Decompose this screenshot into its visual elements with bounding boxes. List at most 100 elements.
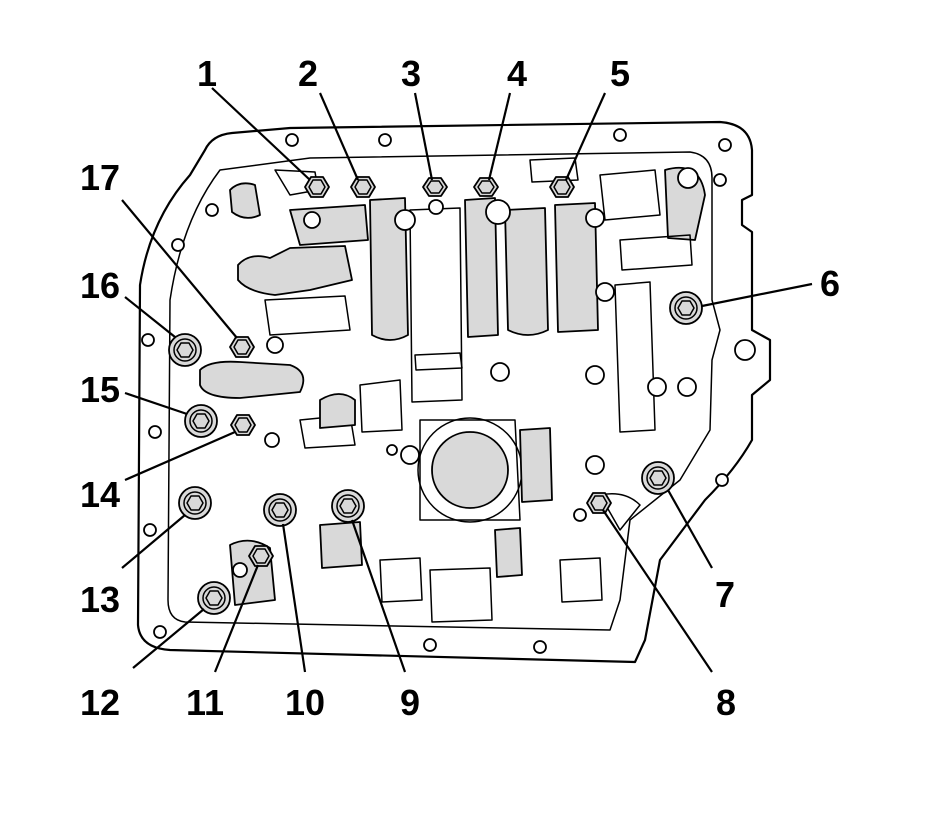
leader-14 (124, 430, 236, 482)
bolt-8-hex-inner (590, 495, 608, 511)
pump-boss-housing (419, 419, 521, 521)
flange-hole (148, 425, 162, 439)
flange-hole (386, 444, 398, 456)
round-boss (585, 208, 605, 228)
leader-10 (281, 523, 307, 673)
bolt-3-hex-icon (422, 177, 448, 197)
leader-12 (132, 608, 205, 669)
round-boss (232, 562, 248, 578)
leader-16 (124, 296, 176, 338)
round-boss (428, 199, 444, 215)
flange-hole-large (734, 339, 756, 361)
passage (319, 393, 356, 429)
flange-hole (423, 638, 437, 652)
round-boss (585, 455, 605, 475)
passage (429, 567, 493, 623)
flange-hole (171, 238, 185, 252)
flange-hole (378, 133, 392, 147)
flange-hole (141, 333, 155, 347)
callout-labels: 1 2 3 4 5 6 7 8 9 10 11 12 13 14 15 16 1… (80, 53, 840, 723)
flange-hole (205, 203, 219, 217)
passage (319, 521, 363, 569)
inner-body-outline (167, 151, 721, 631)
leader-8 (602, 509, 713, 673)
callout-13: 13 (80, 579, 120, 620)
callout-16: 16 (80, 265, 120, 306)
callout-9: 9 (400, 682, 420, 723)
passage (229, 182, 261, 219)
passage (379, 557, 423, 603)
leader-7 (667, 489, 713, 569)
passage (494, 527, 523, 578)
callout-3: 3 (401, 53, 421, 94)
round-boss (303, 211, 321, 229)
valve-body-details (199, 157, 706, 623)
flange-hole (533, 640, 547, 654)
callout-17: 17 (80, 157, 120, 198)
flange-hole (718, 138, 732, 152)
bolt-4-hex-icon (473, 177, 499, 197)
flange-hole (715, 473, 729, 487)
bolt-6-flange-icon (669, 291, 703, 325)
spool-column (369, 197, 409, 341)
flange-hole (285, 133, 299, 147)
callout-6: 6 (820, 263, 840, 304)
passage (599, 169, 661, 221)
flange-hole (153, 625, 167, 639)
round-boss (647, 377, 667, 397)
callout-1: 1 (197, 53, 217, 94)
pump-boss-inner (431, 431, 509, 509)
leader-3 (413, 92, 434, 181)
spool-column (554, 202, 599, 333)
bolt-1-hex-inner (308, 179, 326, 195)
bolt-13-flange-icon (178, 486, 212, 520)
outer-flange (136, 120, 772, 664)
callout-15: 15 (80, 369, 120, 410)
bolt-3-hex-inner (426, 180, 444, 194)
callout-5: 5 (610, 53, 630, 94)
round-boss (264, 432, 280, 448)
callout-2: 2 (298, 53, 318, 94)
bolt-5-hex-inner (553, 179, 571, 195)
flange-hole (573, 508, 587, 522)
flange-hole (143, 523, 157, 537)
round-boss (677, 377, 697, 397)
callout-14: 14 (80, 474, 120, 515)
leader-15 (124, 391, 188, 416)
spool (199, 360, 305, 399)
leader-4 (487, 92, 512, 181)
callout-4: 4 (507, 53, 527, 94)
callout-11: 11 (186, 682, 224, 723)
leader-13 (121, 514, 186, 569)
passage (614, 281, 656, 433)
callout-10: 10 (285, 682, 325, 723)
callout-7: 7 (715, 574, 735, 615)
bolt-9-flange-icon (331, 489, 365, 523)
bolt-17-hex-inner (233, 339, 251, 355)
valve-body-casting (136, 120, 772, 664)
leader-5 (564, 92, 607, 181)
passage (264, 295, 351, 336)
passage (619, 234, 693, 271)
flange-hole (713, 173, 727, 187)
spool-column (409, 207, 463, 403)
bolt-10-flange-icon (263, 493, 297, 527)
leader-6 (701, 282, 813, 308)
round-boss (677, 167, 699, 189)
bolt-15-flange-icon (184, 404, 218, 438)
leader-9 (350, 519, 407, 673)
round-boss (394, 209, 416, 231)
bolt-4-hex-inner (477, 180, 495, 194)
passage (289, 204, 369, 246)
bolt-2-hex-inner (354, 179, 372, 195)
leader-17 (121, 199, 238, 339)
round-boss (585, 365, 605, 385)
bolt-16-flange-icon (168, 333, 202, 367)
bolt-14-hex-inner (234, 417, 252, 433)
round-boss (400, 445, 420, 465)
callout-12: 12 (80, 682, 120, 723)
bolt-7-flange-icon (641, 461, 675, 495)
bolts (168, 176, 703, 615)
spool-column (504, 207, 549, 336)
